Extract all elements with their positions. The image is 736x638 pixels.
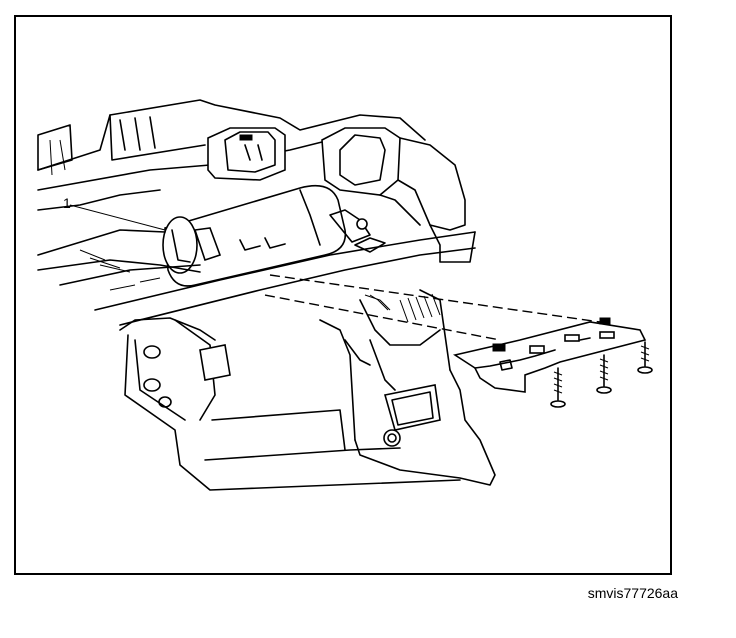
lower-left-panel [119,317,461,491]
upper-frame-structure [37,99,426,211]
callout-1: 1 [63,195,166,231]
cylinder-module [162,184,347,287]
figure-id-label: smvis77726aa [587,585,678,601]
floor-cross-member [37,209,476,326]
diagram-frame [14,15,672,575]
callout-number: 1 [63,195,71,211]
fasteners [550,341,653,408]
alignment-dashed-lines [264,274,601,341]
screw-1 [550,367,566,408]
right-mount-bracket [321,127,466,231]
right-pillar-bracket [319,289,496,486]
left-mount-bracket [207,127,286,181]
closeout-plate [452,317,647,393]
screw-2 [596,354,612,394]
screw-3 [637,341,653,374]
hatch-marks [369,293,441,323]
